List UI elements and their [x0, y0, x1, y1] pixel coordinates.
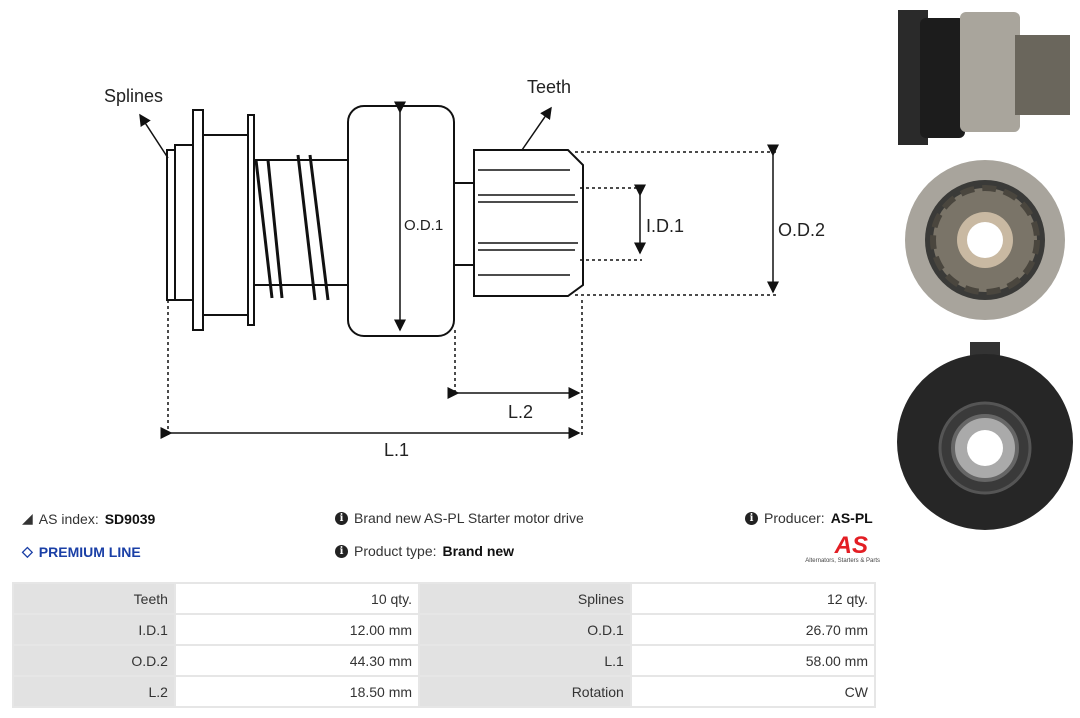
spec-label: Splines: [418, 582, 632, 615]
spec-value: 26.70 mm: [629, 613, 877, 646]
info-icon: i: [335, 544, 348, 558]
product-type-label: Product type:: [354, 543, 437, 559]
spec-label: O.D.2: [12, 644, 176, 677]
premium-line-badge[interactable]: ◇ PREMIUM LINE: [22, 543, 141, 560]
description: i Brand new AS-PL Starter motor drive: [335, 510, 584, 526]
spec-value: 10 qty.: [173, 582, 421, 615]
l2-label: L.2: [508, 402, 533, 422]
spec-label: Rotation: [418, 675, 632, 708]
description-text: Brand new AS-PL Starter motor drive: [354, 510, 584, 526]
tag-icon: ◢: [22, 510, 33, 526]
spec-value: 44.30 mm: [173, 644, 421, 677]
info-icon: i: [745, 511, 758, 525]
producer-value: AS-PL: [830, 510, 873, 526]
spec-label: Teeth: [12, 582, 176, 615]
spec-value: 58.00 mm: [629, 644, 877, 677]
producer: i Producer: AS-PL: [745, 510, 873, 526]
product-photo-side: [898, 10, 1070, 145]
logo-text: AS: [834, 532, 868, 559]
spec-value: CW: [629, 675, 877, 708]
splines-label: Splines: [104, 86, 163, 106]
product-photo-back: [897, 342, 1073, 530]
spec-label: O.D.1: [418, 613, 632, 646]
spec-label: I.D.1: [12, 613, 176, 646]
premium-line-label: PREMIUM LINE: [38, 543, 141, 560]
od2-label: O.D.2: [778, 220, 825, 240]
product-type: i Product type: Brand new: [335, 543, 514, 559]
as-index: ◢ AS index: SD9039: [22, 510, 155, 527]
product-photo-front: [905, 160, 1065, 320]
producer-label: Producer:: [764, 510, 825, 526]
product-type-value: Brand new: [442, 543, 515, 559]
as-index-value: SD9039: [104, 510, 156, 527]
as-pl-logo: AS Alternators, Starters & Parts: [780, 532, 880, 565]
spec-value: 18.50 mm: [173, 675, 421, 708]
technical-drawing: Splines Teeth O.D.1 I.D.1 O.D.2 L.2 L.1: [104, 77, 825, 460]
spec-value: 12.00 mm: [173, 613, 421, 646]
diamond-icon: ◇: [22, 543, 33, 559]
spec-label: L.1: [418, 644, 632, 677]
product-photos: [897, 10, 1073, 530]
id1-label: I.D.1: [646, 216, 684, 236]
teeth-label: Teeth: [527, 77, 571, 97]
as-index-label: AS index:: [38, 510, 99, 527]
spec-value: 12 qty.: [629, 582, 877, 615]
spec-label: L.2: [12, 675, 176, 708]
info-icon: i: [335, 511, 348, 525]
l1-label: L.1: [384, 440, 409, 460]
od1-label: O.D.1: [404, 217, 443, 234]
logo-tagline: Alternators, Starters & Parts: [805, 558, 880, 564]
